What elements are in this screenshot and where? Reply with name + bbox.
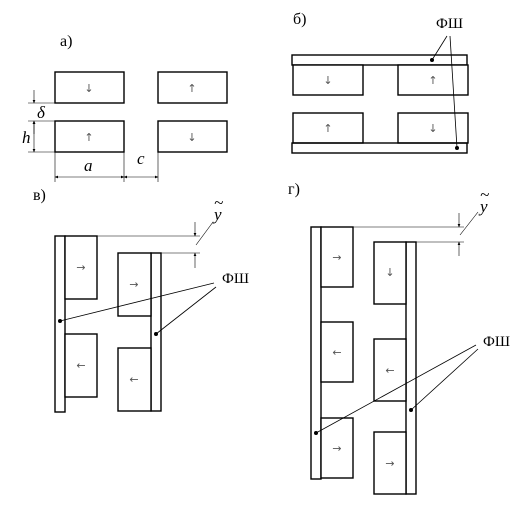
magnetization-arrow: ↓ xyxy=(187,131,196,144)
panel-b-label: б) xyxy=(293,11,306,28)
dim-a-label: a xyxy=(84,156,93,175)
magnetization-arrow: ← xyxy=(385,364,394,377)
panel-v-label: в) xyxy=(33,187,46,204)
magnetization-arrow: ← xyxy=(332,346,341,359)
magnet-block xyxy=(54,71,125,104)
magnetization-arrow: → xyxy=(129,278,138,291)
magnet-block xyxy=(397,64,469,96)
magnetization-arrow: ↑ xyxy=(323,122,332,135)
svg-text:~: ~ xyxy=(214,193,223,212)
magnetization-arrow: → xyxy=(332,251,341,264)
magnet-block xyxy=(54,120,125,153)
panel-a-label: а) xyxy=(60,33,72,50)
magnetization-arrow: ← xyxy=(76,359,85,372)
magnetization-arrow: ↓ xyxy=(323,74,332,87)
svg-text:~: ~ xyxy=(480,185,489,204)
magnetization-arrow: → xyxy=(332,442,341,455)
magnet-block xyxy=(157,71,228,104)
magnet-block xyxy=(320,226,354,288)
ferromagnetic-bar xyxy=(405,241,417,495)
magnet-block xyxy=(292,112,364,144)
dim-c-label: c xyxy=(137,149,145,168)
magnet-block xyxy=(373,338,407,402)
magnet-block xyxy=(64,333,98,398)
magnetization-arrow: ↓ xyxy=(385,266,394,279)
ferromagnetic-bar xyxy=(291,142,468,154)
magnetization-arrow: ↓ xyxy=(84,82,93,95)
dim-y-label: y xyxy=(478,197,488,216)
panel-b: б) ФШ ↓ ↑ ↑ ↓ xyxy=(291,11,469,154)
panel-a: а) ↓ ↑ ↑ ↓ h δ a c xyxy=(22,33,228,182)
magnet-block xyxy=(64,235,98,300)
magnet-block xyxy=(373,431,407,495)
magnetization-arrow: → xyxy=(76,261,85,274)
magnetization-arrow: ← xyxy=(129,373,138,386)
magnetization-arrow: → xyxy=(385,457,394,470)
magnet-block xyxy=(373,241,407,305)
fsh-label: ФШ xyxy=(436,16,463,32)
panel-g: г) ФШ → ↓ ← ← → → y ~ xyxy=(288,181,510,495)
dim-delta-label: δ xyxy=(37,103,46,122)
magnet-block xyxy=(157,120,228,153)
magnet-block xyxy=(292,64,364,96)
magnet-block xyxy=(320,417,354,479)
magnet-block xyxy=(117,347,152,412)
dim-h-label: h xyxy=(22,128,31,147)
magnet-block xyxy=(397,112,469,144)
panel-g-label: г) xyxy=(288,181,300,198)
fsh-label: ФШ xyxy=(483,334,510,350)
ferromagnetic-bar xyxy=(54,235,66,413)
fsh-label: ФШ xyxy=(222,271,249,287)
magnetization-arrow: ↑ xyxy=(428,74,437,87)
ferromagnetic-bar xyxy=(291,54,468,66)
ferromagnetic-bar xyxy=(310,226,322,480)
magnetization-arrow: ↓ xyxy=(428,122,437,135)
panel-v: в) ФШ → → ← ← y ~ xyxy=(33,187,249,413)
magnet-block xyxy=(320,321,354,383)
dim-y-label: y xyxy=(212,205,222,224)
magnetization-arrow: ↑ xyxy=(84,131,93,144)
magnetization-arrow: ↑ xyxy=(187,82,196,95)
